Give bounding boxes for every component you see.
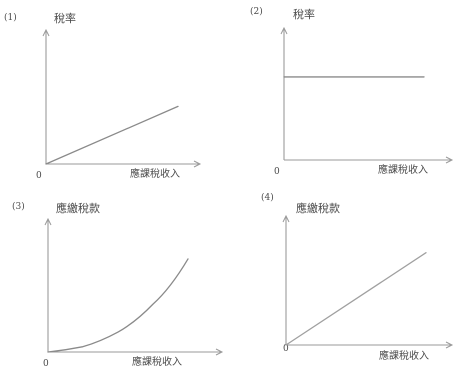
x-axis-label: 應課稅收入 xyxy=(132,357,182,368)
chart-plot-2 xyxy=(280,26,454,164)
series-line xyxy=(47,258,189,353)
y-axis-label: 應繳稅款 xyxy=(296,202,340,215)
chart-panel-3: (3) 應繳稅款 應課稅收入 0 xyxy=(0,189,227,377)
y-axis-arrow xyxy=(42,28,50,37)
chart-panel-2: (2) 稅率 應課稅收入 0 xyxy=(228,0,455,188)
x-axis-label: 應課稅收入 xyxy=(130,169,180,180)
panel-id: (1) xyxy=(4,13,17,23)
x-axis-arrow xyxy=(215,348,224,356)
chart-plot-3 xyxy=(44,217,224,356)
chart-panel-4: (4) 應繳稅款 應課稅收入 0 xyxy=(228,189,455,377)
x-axis-arrow xyxy=(193,160,202,168)
x-axis-label: 應課稅收入 xyxy=(379,351,429,362)
panel-id: (3) xyxy=(12,202,25,212)
y-axis-arrow xyxy=(282,214,290,223)
x-axis-label: 應課稅收入 xyxy=(378,165,428,176)
y-axis-arrow xyxy=(280,26,288,35)
chart-panel-1: (1) 稅率 應課稅收入 0 xyxy=(0,0,227,188)
y-axis-arrow xyxy=(44,217,52,226)
panel-id: (2) xyxy=(250,7,263,17)
origin-label: 0 xyxy=(43,359,49,369)
series-line xyxy=(45,105,179,165)
chart-plot-4 xyxy=(282,214,454,349)
x-axis-arrow xyxy=(445,156,454,164)
series-line xyxy=(285,252,427,346)
panel-id: (4) xyxy=(261,193,274,203)
x-axis-arrow xyxy=(445,341,454,349)
origin-label: 0 xyxy=(36,171,42,181)
origin-label: 0 xyxy=(274,167,280,177)
chart-plot-1 xyxy=(42,28,202,168)
y-axis-label: 稅率 xyxy=(293,8,315,21)
origin-label: 0 xyxy=(283,344,289,354)
y-axis-label: 應繳稅款 xyxy=(56,202,100,215)
y-axis-label: 稅率 xyxy=(54,12,76,25)
